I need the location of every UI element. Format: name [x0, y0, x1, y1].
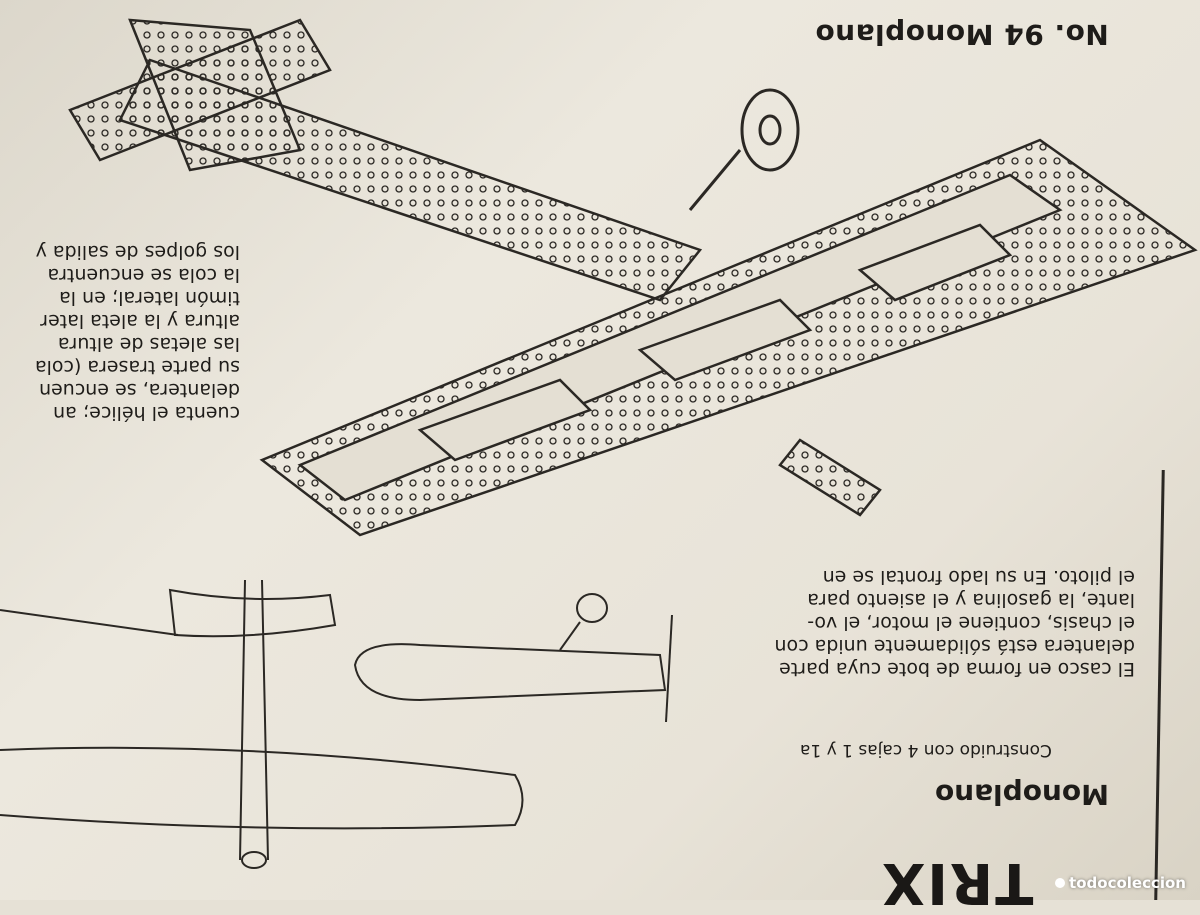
fragment-line: cuenta el hélice; an [53, 402, 240, 424]
fragment-line: altura y la aleta later [40, 310, 240, 332]
top-heading: No. 94 Monoplano [815, 18, 1109, 51]
model-title: Monoplano [815, 18, 994, 51]
paragraph-line: el piloto. En su lado frontal se en [822, 566, 1135, 588]
plane-top-view [0, 579, 524, 869]
plane-side-view [353, 593, 673, 723]
main-wing [259, 138, 1198, 537]
fragment-line: su parte trasera (cola [34, 356, 240, 378]
fragment-line: los golpes de salida y [35, 241, 240, 263]
watermark: todocoleccion [1055, 874, 1186, 892]
section-title: Monoplano [935, 778, 1109, 811]
fragment-line: timón lateral; en la [59, 287, 240, 309]
brand-logo-text: TRIX [880, 850, 1034, 915]
fragment-line: la cola se encuentra [47, 264, 240, 286]
paragraph-line: lante, la gasolina y el asiento para [807, 589, 1135, 611]
paragraph-line: el chasis, contiene el motor, el vo- [807, 612, 1135, 634]
left-column-fragment: cuenta el hélice; an delantera, se encue… [0, 240, 240, 424]
tail-plane [68, 18, 332, 162]
wing-strut [778, 438, 882, 517]
paragraph-line: delantera está sólidamente unida con [774, 635, 1136, 657]
fragment-line: delantera, se encuen [39, 379, 240, 401]
landing-wheel [688, 88, 800, 211]
description-paragraph: El casco en forma de bote cuya parte del… [735, 565, 1136, 680]
fragment-line: las aletas de altura [57, 333, 240, 355]
paragraph-line: El casco en forma de bote cuya parte [779, 658, 1135, 680]
watermark-text: todocoleccion [1069, 874, 1186, 892]
watermark-dot-icon [1055, 878, 1066, 888]
left-wing-edge [0, 609, 179, 636]
section-subtitle: Construido con 4 cajas 1 y 1a [800, 740, 1052, 760]
model-number: No. 94 [1003, 18, 1109, 51]
